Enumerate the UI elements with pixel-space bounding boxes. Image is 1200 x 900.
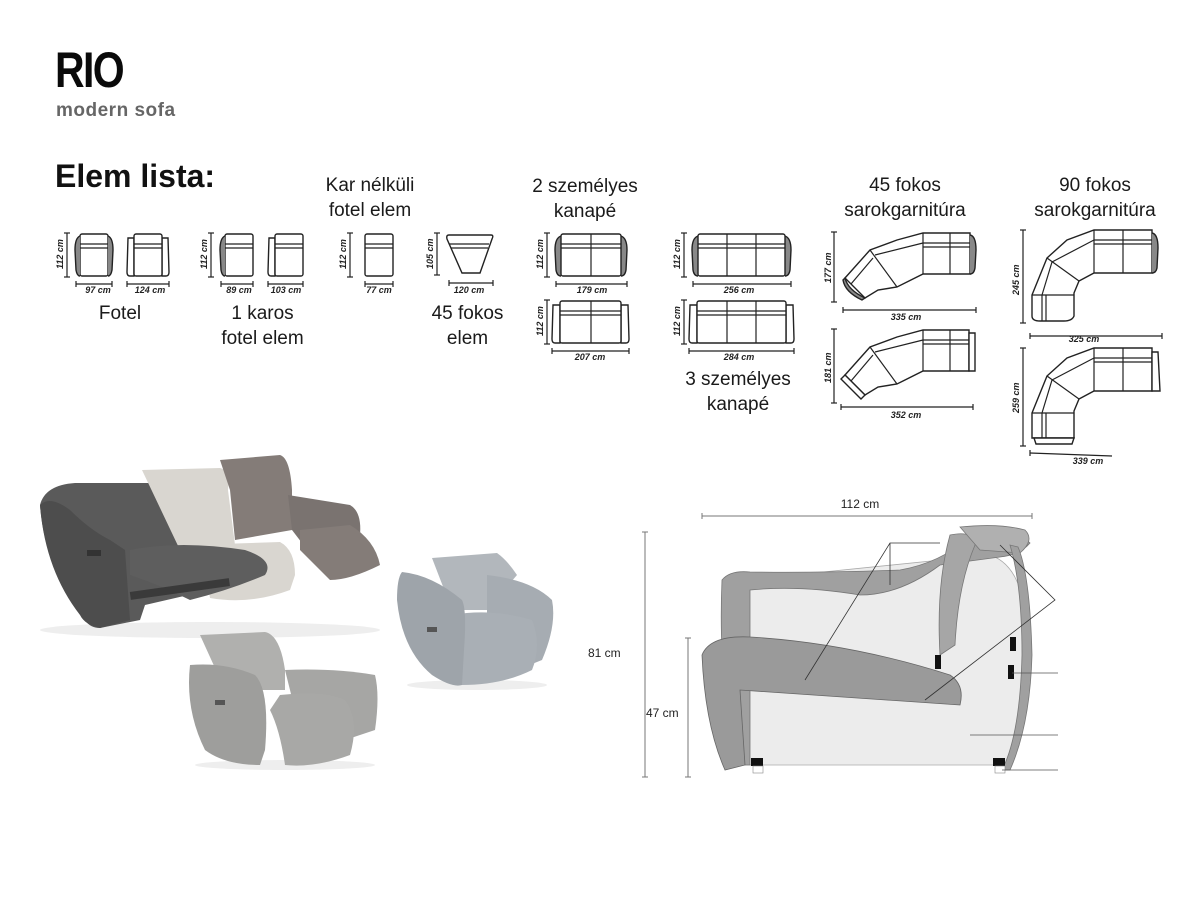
dim-width: 120 cm — [453, 285, 485, 295]
dim-width: 77 cm — [366, 285, 392, 295]
depth-label: 112 cm — [840, 497, 880, 511]
2-szemelyes-diagram-2 — [544, 299, 630, 354]
dim-width: 339 cm — [1072, 456, 1104, 466]
depth-dimension-line — [701, 513, 1033, 519]
3-szemelyes-diagram-1 — [681, 232, 792, 287]
45-fokos-sarok-diagram-2 — [831, 328, 976, 410]
label-line: fotel elem — [221, 328, 304, 349]
1-karos-diagram-2 — [267, 233, 304, 287]
label-line: elem — [446, 328, 489, 349]
90-fokos-sarok-diagram-1 — [1020, 229, 1163, 339]
label-line: Fotel — [98, 303, 142, 324]
dim-height: 105 cm — [425, 238, 435, 270]
45-fokos-sarok-diagram-1 — [831, 231, 977, 313]
dim-width: 97 cm — [85, 285, 111, 295]
dim-width: 352 cm — [890, 410, 922, 420]
dim-width: 335 cm — [890, 312, 922, 322]
height-dimension-lines — [642, 531, 691, 778]
category-label: 2 személyes kanapé — [515, 174, 655, 224]
brand-subtitle: modern sofa — [56, 100, 176, 121]
armchair-blue-photo — [397, 553, 554, 690]
dim-height: 259 cm — [1011, 382, 1021, 414]
label-line: 1 karos — [231, 303, 294, 324]
chair-section-diagram — [701, 525, 1058, 774]
armchair-grey-photo — [189, 632, 378, 770]
label-line: 2 személyes — [532, 176, 638, 197]
45-fokos-elem-diagram — [434, 232, 494, 286]
seat-height-label: 47 cm — [646, 706, 679, 720]
dim-width: 124 cm — [134, 285, 166, 295]
dim-width: 284 cm — [723, 352, 755, 362]
kar-nelkuli-diagram — [347, 232, 394, 287]
1-karos-diagram-1 — [208, 232, 254, 287]
dim-width: 256 cm — [723, 285, 755, 295]
fotel-diagram-2 — [126, 233, 170, 287]
fotel-diagram-1 — [64, 232, 114, 287]
category-label: Fotel — [70, 301, 170, 326]
category-label: 45 fokos sarokgarnitúra — [825, 173, 985, 223]
dim-height: 112 cm — [535, 306, 545, 336]
label-line: 90 fokos — [1059, 175, 1131, 196]
total-height-label: 81 cm — [588, 646, 621, 660]
element-list-title: Elem lista: — [55, 158, 216, 194]
label-line: fotel elem — [328, 200, 412, 221]
dim-height: 112 cm — [199, 239, 209, 269]
dim-height: 177 cm — [823, 252, 833, 284]
label-line: kanapé — [706, 394, 770, 415]
sofa-photo — [40, 455, 380, 638]
label-line: 45 fokos — [431, 303, 504, 324]
brand-title: RIO — [55, 42, 125, 98]
dim-height: 112 cm — [672, 306, 682, 336]
dim-height: 112 cm — [338, 239, 348, 269]
2-szemelyes-diagram-1 — [544, 232, 628, 287]
category-label: 45 fokos elem — [415, 301, 520, 351]
dim-height: 112 cm — [672, 239, 682, 269]
category-label: 90 fokos sarokgarnitúra — [1015, 173, 1175, 223]
90-fokos-sarok-diagram-2 — [1020, 347, 1161, 457]
dim-width: 89 cm — [226, 285, 252, 295]
dim-height: 112 cm — [55, 239, 65, 269]
category-label: 1 karos fotel elem — [205, 301, 320, 351]
dim-height: 181 cm — [823, 352, 833, 384]
category-label: 3 személyes kanapé — [668, 367, 808, 417]
dim-width: 179 cm — [576, 285, 608, 295]
dim-width: 207 cm — [574, 352, 606, 362]
label-line: Kar nélküli — [325, 175, 415, 196]
dim-height: 245 cm — [1011, 264, 1021, 296]
dim-width: 325 cm — [1068, 334, 1100, 344]
label-line: 45 fokos — [869, 175, 941, 196]
dim-height: 112 cm — [535, 239, 545, 269]
3-szemelyes-diagram-2 — [681, 299, 795, 354]
label-line: kanapé — [553, 201, 617, 222]
dim-width: 103 cm — [270, 285, 302, 295]
label-line: sarokgarnitúra — [1034, 200, 1156, 221]
category-label: Kar nélküli fotel elem — [310, 173, 430, 223]
label-line: 3 személyes — [685, 369, 791, 390]
label-line: sarokgarnitúra — [844, 200, 966, 221]
